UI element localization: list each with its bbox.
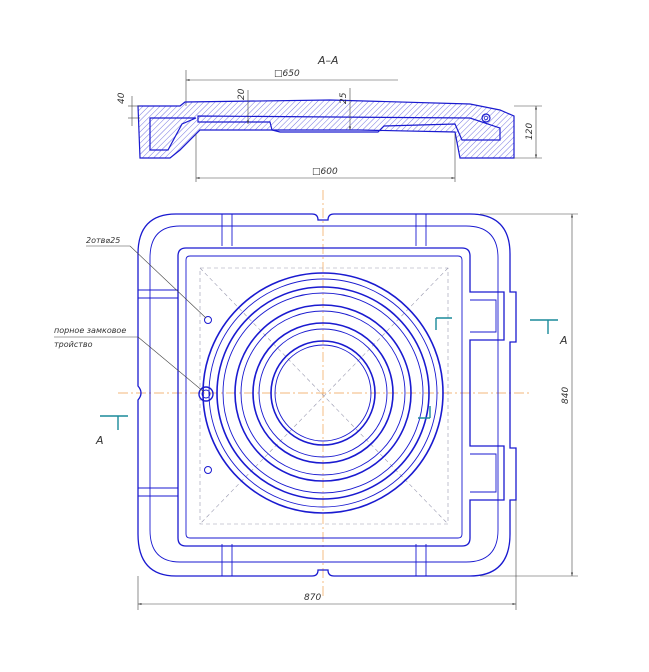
cut-mark-left [100,415,128,430]
section-view: A–A □650 40 20 25 120 □600 [117,54,542,182]
dim-650: □650 [274,69,300,79]
dim-25: 25 [339,92,349,104]
section-body [137,99,515,159]
concentric-rings [202,272,444,514]
hole-bottom [204,466,212,474]
outer-frame [137,213,517,577]
dim-40: 40 [117,92,127,104]
section-title: A–A [317,54,339,67]
dim-870: 870 [304,593,321,603]
cover-frame [177,247,505,547]
plan-view: 2отв⌀25 порное замковое тройство А А 840… [54,190,578,610]
dim-600: □600 [312,167,338,177]
cut-label-left: А [95,434,104,447]
label-lock-line1: порное замковое [54,326,126,335]
label-holes: 2отв⌀25 [86,236,120,245]
dim-840: 840 [561,387,571,404]
hole-top [204,316,212,324]
lock-device [198,386,214,402]
cut-label-right: А [559,334,568,347]
cut-mark-right [530,319,558,334]
dim-20: 20 [237,88,247,100]
dim-120: 120 [525,123,535,140]
label-lock-line2: тройство [54,340,93,349]
section-lock-hole [481,113,491,123]
